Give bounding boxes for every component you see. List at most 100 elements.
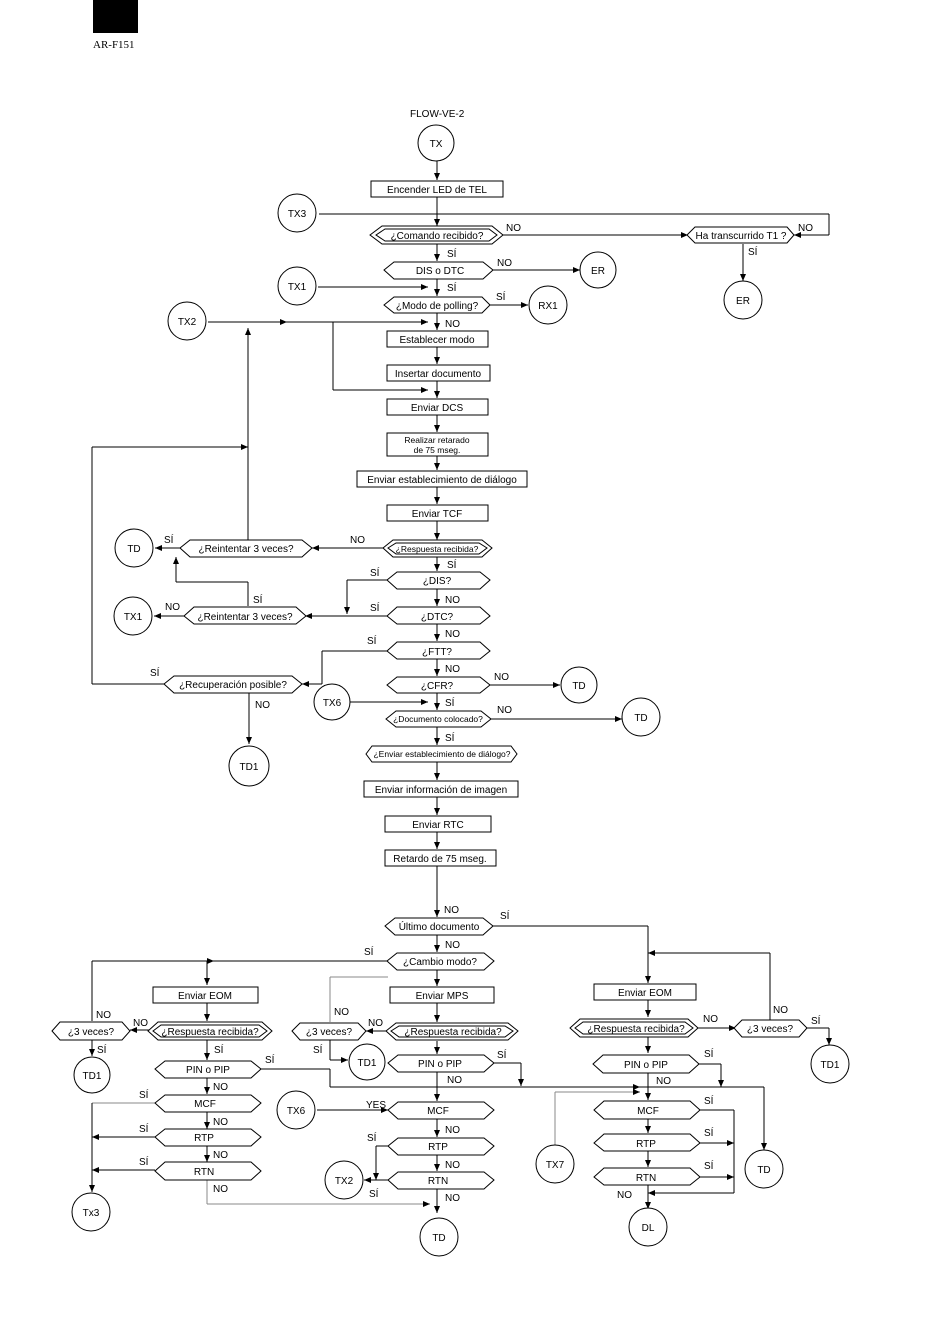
- dec-pin-m: PIN o PIP: [418, 1059, 462, 1070]
- step-send-mps: Enviar MPS: [416, 991, 469, 1002]
- conn-tx-label: TX: [430, 139, 443, 150]
- dec-mcf-r-shape: [593, 1100, 701, 1120]
- conn-er-2: [723, 280, 763, 320]
- dec-pin-r-shape: [592, 1054, 700, 1074]
- lbl-no: NO: [506, 223, 521, 234]
- conn-tx6-a: [313, 683, 351, 721]
- dec-mcf-m: MCF: [427, 1106, 449, 1117]
- step-delay1-box: [386, 432, 489, 457]
- lbl-no: NO: [703, 1014, 718, 1025]
- dec-mcf-l: MCF: [194, 1099, 216, 1110]
- lbl-si: SÍ: [704, 1159, 714, 1172]
- step-send-setup: Enviar establecimiento de diálogo: [367, 475, 517, 486]
- conn-td1-a: [228, 745, 270, 787]
- lbl-si: SÍ: [370, 566, 380, 579]
- dec-rtp-r-shape: [593, 1133, 701, 1152]
- dec-resp-r: ¿Respuesta recibida?: [587, 1024, 685, 1035]
- header-model: AR-F151: [93, 39, 135, 51]
- step-led-box: [370, 180, 504, 198]
- dec-rtn-m: RTN: [428, 1176, 448, 1187]
- connectors: TX TX3 ER ER TX1 RX1 TX2 TD TX1 TX6 TD T…: [71, 124, 850, 1257]
- conn-td-a: [114, 528, 154, 568]
- lbl-si: SÍ: [139, 1122, 149, 1135]
- lbl-no: NO: [494, 672, 509, 683]
- dec-resp-m-inner: [390, 1025, 514, 1038]
- lbl-no: NO: [334, 1007, 349, 1018]
- lbl-si: SÍ: [370, 601, 380, 614]
- dec-rtn-r-shape: [593, 1167, 701, 1186]
- lbl-no: NO: [445, 664, 460, 675]
- dec-t1: Ha transcurrido T1 ?: [696, 231, 787, 242]
- conn-rx1-label: RX1: [538, 301, 558, 312]
- lbl-no: NO: [445, 1160, 460, 1171]
- lbl-no: NO: [798, 223, 813, 234]
- conn-er-2-label: ER: [736, 296, 750, 307]
- step-send-eom2-box: [593, 983, 697, 1001]
- lbl-si: SÍ: [496, 290, 506, 303]
- conn-tx7-label: TX7: [546, 1160, 565, 1171]
- lbl-si: SÍ: [214, 1043, 224, 1056]
- lbl-si: SÍ: [704, 1094, 714, 1107]
- conn-rx1: [528, 285, 568, 325]
- dec-rtn-r: RTN: [636, 1173, 656, 1184]
- step-send-rtc: Enviar RTC: [412, 820, 464, 831]
- dec-retry2-shape: [183, 606, 307, 625]
- conn-tx6-a-label: TX6: [323, 698, 342, 709]
- dec-cmd-inner: [375, 228, 498, 242]
- step-send-img: Enviar información de imagen: [375, 785, 507, 796]
- lbl-si: SÍ: [313, 1043, 323, 1056]
- dec-send-setup-q-shape: [365, 745, 518, 763]
- dec-rtp-l-shape: [154, 1128, 262, 1147]
- lbl-no: NO: [213, 1150, 228, 1161]
- conn-dl-label: DL: [642, 1223, 655, 1234]
- dec-rtp-l: RTP: [194, 1133, 214, 1144]
- lbl-si: SÍ: [445, 731, 455, 744]
- dec-pin-r: PIN o PIP: [624, 1060, 668, 1071]
- lbl-no: NO: [213, 1082, 228, 1093]
- dec-mode-change: ¿Cambio modo?: [403, 957, 477, 968]
- conn-tx2-b-label: TX2: [335, 1176, 354, 1187]
- conn-tx6-b-label: TX6: [287, 1106, 306, 1117]
- dec-last-doc: Último documento: [399, 920, 480, 933]
- dec-mode-change-shape: [386, 952, 495, 971]
- dec-resp1-inner: [387, 542, 488, 555]
- lbl-si: SÍ: [369, 1187, 379, 1200]
- conn-tx2-a: [167, 301, 207, 341]
- lbl-si: SÍ: [445, 696, 455, 709]
- dec-pin-l: PIN o PIP: [186, 1065, 230, 1076]
- conn-tx2-b: [324, 1160, 364, 1200]
- step-send-dcs: Enviar DCS: [411, 403, 464, 414]
- step-insert-doc: Insertar documento: [395, 369, 482, 380]
- dec-dtc: ¿DTC?: [421, 612, 454, 623]
- dec-pin-l-shape: [154, 1060, 262, 1079]
- conn-td-a-label: TD: [127, 544, 140, 555]
- step-delay1-line2: de 75 mseg.: [414, 445, 461, 455]
- step-send-rtc-box: [384, 815, 492, 833]
- dec-times3-l: ¿3 veces?: [68, 1027, 115, 1038]
- step-send-dcs-box: [386, 398, 489, 416]
- conn-tx3-b-label: Tx3: [83, 1208, 100, 1219]
- dec-mcf-m-shape: [387, 1101, 495, 1120]
- conn-tx1-b: [113, 596, 153, 636]
- lbl-no: NO: [497, 258, 512, 269]
- conn-tx1-a-label: TX1: [288, 282, 307, 293]
- conn-tx7: [535, 1144, 575, 1184]
- process-steps: Encender LED de TEL Establecer modo Inse…: [152, 180, 697, 1004]
- lbl-no: NO: [445, 1125, 460, 1136]
- lbl-no: NO: [255, 700, 270, 711]
- conn-td1-a-label: TD1: [240, 762, 259, 773]
- dec-resp-l-inner: [152, 1024, 268, 1038]
- conn-tx: [417, 124, 455, 162]
- lbl-no: NO: [213, 1184, 228, 1195]
- lbl-si: SÍ: [447, 247, 457, 260]
- dec-dis: ¿DIS?: [423, 576, 452, 587]
- dec-times3-m: ¿3 veces?: [306, 1027, 353, 1038]
- lbl-no: NO: [368, 1018, 383, 1029]
- step-delay1-line1: Realizar retarado: [404, 435, 469, 445]
- conn-tx2-a-label: TX2: [178, 317, 197, 328]
- lbl-si: SÍ: [500, 909, 510, 922]
- dec-rtn-m-shape: [387, 1171, 495, 1190]
- dec-mcf-r: MCF: [637, 1106, 659, 1117]
- dec-resp-l: ¿Respuesta recibida?: [161, 1027, 259, 1038]
- step-send-tcf-box: [386, 504, 489, 522]
